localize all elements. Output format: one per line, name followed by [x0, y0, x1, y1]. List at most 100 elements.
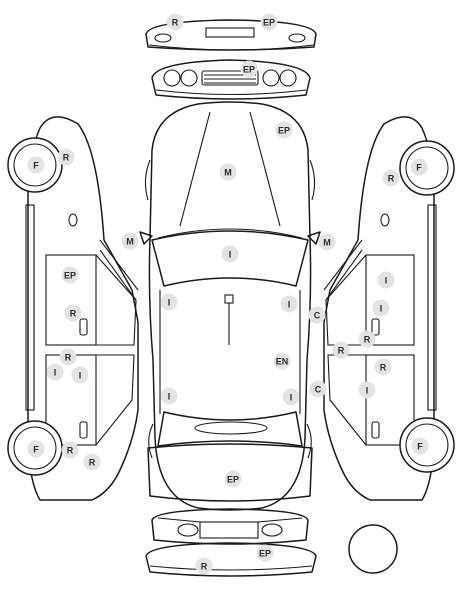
marker-roof-rear-left-i[interactable]: I — [160, 387, 178, 405]
marker-code: R — [63, 153, 70, 163]
marker-left-rear-wheel-f[interactable]: F — [27, 440, 45, 458]
marker-code: EP — [227, 475, 239, 485]
marker-badge — [410, 158, 428, 176]
marker-right-front-door-r[interactable]: R — [358, 330, 376, 348]
marker-code: EP — [263, 18, 275, 28]
marker-code: F — [416, 163, 422, 173]
marker-code: R — [67, 446, 74, 456]
marker-badge — [280, 295, 298, 313]
marker-roof-rear-right-i[interactable]: I — [282, 388, 300, 406]
marker-badge — [166, 13, 184, 31]
marker-code: R — [380, 363, 387, 373]
marker-code: I — [168, 298, 171, 308]
marker-right-pillar-c1[interactable]: C — [308, 306, 326, 324]
marker-badge — [64, 304, 82, 322]
marker-rear-bumper-ep[interactable]: EP — [256, 544, 274, 562]
marker-windshield-i[interactable]: I — [221, 245, 239, 263]
marker-trunk-ep[interactable]: EP — [224, 470, 242, 488]
marker-code: EP — [259, 549, 271, 559]
marker-badge — [57, 148, 75, 166]
marker-roof-front-right-i[interactable]: I — [280, 295, 298, 313]
marker-code: R — [172, 18, 179, 28]
spare-wheel-circle — [348, 524, 398, 574]
marker-code: F — [417, 442, 423, 452]
marker-rear-bumper-r[interactable]: R — [195, 557, 213, 575]
marker-code: M — [323, 238, 331, 248]
marker-badge — [27, 440, 45, 458]
marker-code: EP — [64, 271, 76, 281]
marker-roof-front-left-i[interactable]: I — [160, 293, 178, 311]
marker-right-front-wheel-r[interactable]: R — [382, 169, 400, 187]
marker-front-bumper-r[interactable]: R — [166, 13, 184, 31]
marker-badge — [374, 358, 392, 376]
marker-right-sill-r[interactable]: R — [332, 341, 350, 359]
marker-code: M — [126, 237, 134, 247]
marker-badge — [224, 470, 242, 488]
marker-left-rear-door-i2[interactable]: I — [71, 366, 89, 384]
marker-right-front-door-i2[interactable]: I — [372, 299, 390, 317]
marker-code: EN — [276, 357, 289, 367]
marker-badge — [121, 232, 139, 250]
marker-right-front-door-i1[interactable]: I — [377, 271, 395, 289]
marker-badge — [309, 380, 327, 398]
marker-right-pillar-c2[interactable]: C — [309, 380, 327, 398]
marker-badge — [71, 366, 89, 384]
marker-badge — [256, 544, 274, 562]
marker-code: F — [33, 161, 39, 171]
marker-badge — [275, 121, 293, 139]
marker-code: I — [290, 393, 293, 403]
marker-badge — [195, 557, 213, 575]
marker-badge — [59, 348, 77, 366]
marker-badge — [160, 293, 178, 311]
marker-code: M — [224, 168, 232, 178]
marker-left-front-wheel-f[interactable]: F — [27, 156, 45, 174]
marker-code: I — [54, 368, 57, 378]
marker-right-rear-door-i[interactable]: I — [358, 381, 376, 399]
marker-badge — [219, 163, 237, 181]
marker-code: R — [65, 353, 72, 363]
marker-right-rear-door-r[interactable]: R — [374, 358, 392, 376]
marker-code: F — [33, 445, 39, 455]
marker-code: I — [229, 250, 232, 260]
marker-code: R — [201, 562, 208, 572]
marker-front-bumper-ep[interactable]: EP — [260, 13, 278, 31]
marker-left-rear-wheel-r1[interactable]: R — [61, 441, 79, 459]
marker-code: R — [364, 335, 371, 345]
marker-hood-ep[interactable]: EP — [275, 121, 293, 139]
marker-left-front-wheel-r[interactable]: R — [57, 148, 75, 166]
marker-badge — [260, 13, 278, 31]
marker-badge — [83, 453, 101, 471]
marker-grille-ep[interactable]: EP — [240, 60, 258, 78]
marker-right-rear-wheel-f[interactable]: F — [411, 437, 429, 455]
car-top-view — [139, 101, 321, 511]
marker-code: I — [288, 300, 291, 310]
marker-badge — [27, 156, 45, 174]
marker-left-rear-door-r[interactable]: R — [59, 348, 77, 366]
marker-mirror-left-m[interactable]: M — [121, 232, 139, 250]
marker-badge — [358, 381, 376, 399]
marker-code: I — [380, 304, 383, 314]
marker-badge — [308, 306, 326, 324]
marker-badge — [61, 266, 79, 284]
front-grille-view — [151, 59, 311, 100]
marker-badge — [372, 299, 390, 317]
marker-code: R — [70, 309, 77, 319]
marker-roof-en[interactable]: EN — [273, 352, 291, 370]
marker-badge — [282, 388, 300, 406]
marker-badge — [411, 437, 429, 455]
marker-badge — [221, 245, 239, 263]
marker-right-front-wheel-f[interactable]: F — [410, 158, 428, 176]
rear-bumper-view — [145, 508, 317, 577]
marker-left-rear-door-i1[interactable]: I — [46, 363, 64, 381]
marker-code: R — [338, 346, 345, 356]
marker-code: I — [366, 386, 369, 396]
marker-badge — [318, 233, 336, 251]
marker-left-rear-wheel-r2[interactable]: R — [83, 453, 101, 471]
marker-mirror-right-m[interactable]: M — [318, 233, 336, 251]
marker-badge — [240, 60, 258, 78]
marker-left-front-door-ep[interactable]: EP — [61, 266, 79, 284]
marker-left-front-door-r[interactable]: R — [64, 304, 82, 322]
marker-hood-m[interactable]: M — [219, 163, 237, 181]
